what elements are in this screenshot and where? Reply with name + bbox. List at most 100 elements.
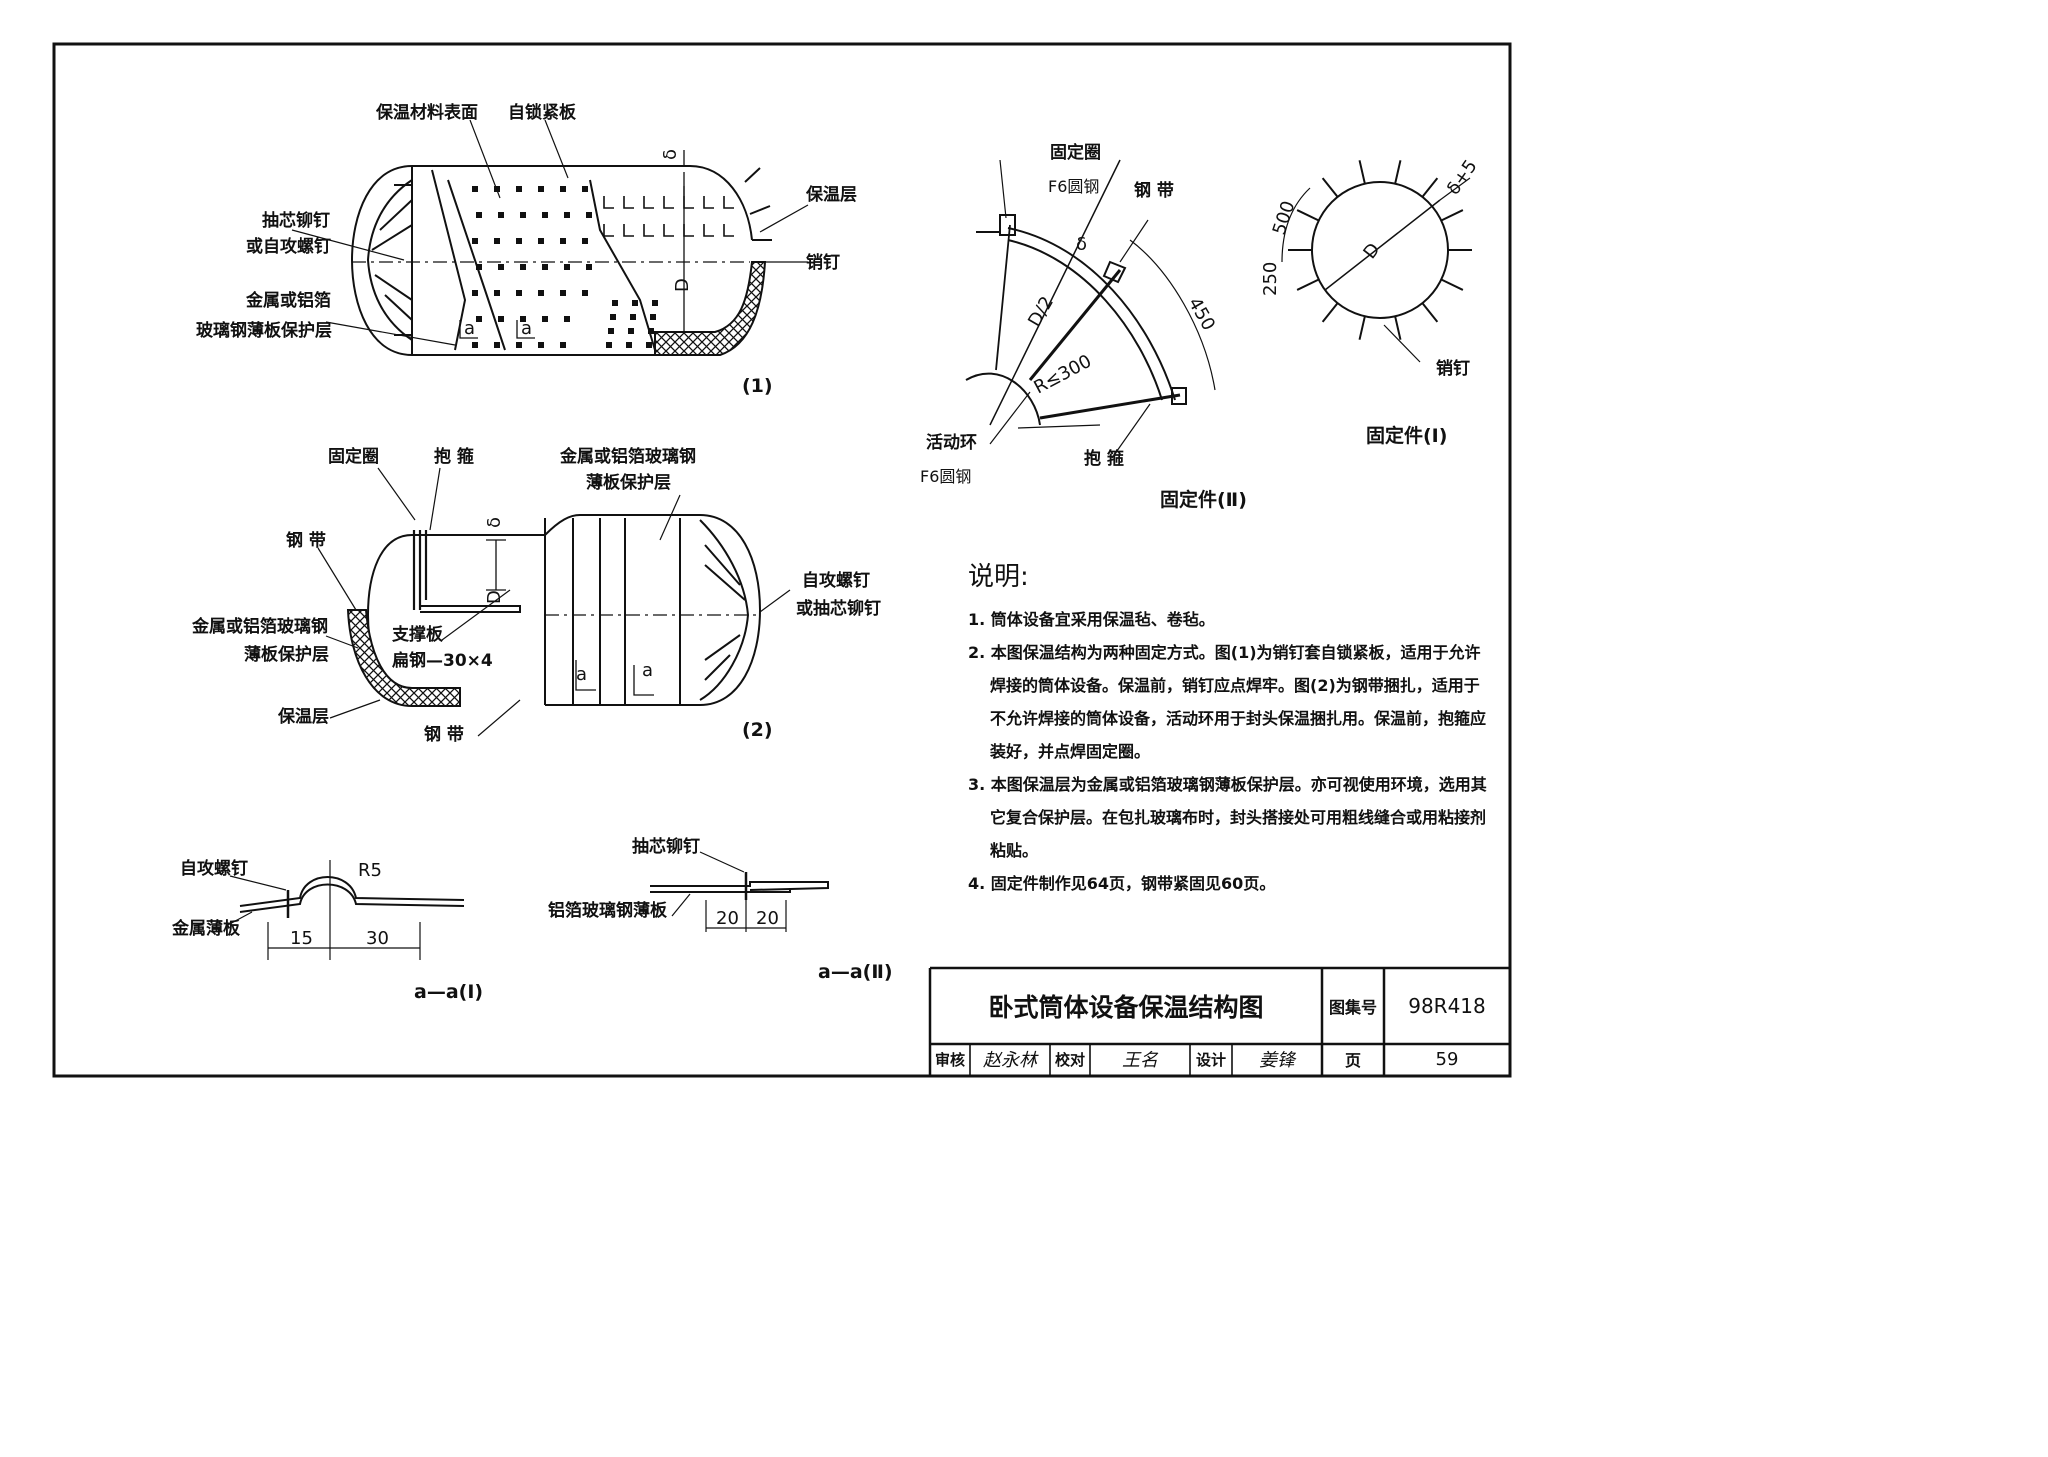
design-signature: 姜锋 — [1259, 1050, 1295, 1071]
fig1-label-rivet-1: 抽芯铆钉 — [262, 210, 330, 231]
fix2-caption: 固定件(Ⅱ) — [1160, 488, 1247, 511]
pin-dot — [626, 342, 632, 348]
sec1-label-r5: R5 — [358, 860, 382, 881]
pin-dot — [650, 314, 656, 320]
fixing-piece-2-drawing — [965, 159, 1216, 459]
fig2-label-a-left: a — [576, 664, 587, 685]
figure-1-plate-marks — [603, 196, 734, 237]
self-locking-plate — [603, 196, 614, 209]
fig1-label-sheath-2: 玻璃钢薄板保护层 — [196, 320, 332, 341]
fix2-label-clamp: 抱 箍 — [1084, 448, 1124, 469]
review-label: 审核 — [934, 1050, 965, 1069]
fig2-label-a-right: a — [642, 660, 653, 681]
sec2-label-rivet: 抽芯铆钉 — [632, 836, 700, 857]
pin-dot — [542, 316, 548, 322]
fix1-label-pin: 销钉 — [1436, 358, 1470, 379]
fig2-label-sheath-left-1: 金属或铝箔玻璃钢 — [191, 616, 328, 637]
self-locking-plate — [663, 196, 674, 209]
fig2-label-insulation: 保温层 — [277, 706, 329, 727]
figure-1-pin-dots — [472, 186, 658, 348]
pin-dot — [652, 300, 658, 306]
pin-line — [1296, 209, 1320, 222]
fig1-label-surface: 保温材料表面 — [375, 102, 478, 123]
pin-dot — [498, 316, 504, 322]
pin-line — [1421, 302, 1439, 323]
pin-line — [1440, 209, 1464, 222]
pin-dot — [516, 238, 522, 244]
pin-dot — [516, 290, 522, 296]
fig1-label-insulation: 保温层 — [805, 184, 857, 205]
pin-dot — [538, 186, 544, 192]
figure-1-vessel — [291, 119, 809, 356]
atlas-number: 98R418 — [1408, 994, 1486, 1018]
sec2-dim-20b: 20 — [756, 908, 779, 929]
self-locking-plate — [723, 224, 734, 237]
note-item-4: 4. 固定件制作见64页，钢带紧固见60页。 — [968, 874, 1276, 893]
pin-dot — [560, 342, 566, 348]
check-signature: 王名 — [1122, 1050, 1158, 1071]
pin-dot — [520, 316, 526, 322]
section-2-drawing — [650, 851, 829, 932]
pin-dot — [582, 238, 588, 244]
fig2-label-flat-steel: 扁钢—30×4 — [392, 650, 493, 671]
pin-dot — [476, 264, 482, 270]
pin-dot — [542, 264, 548, 270]
pin-dot — [542, 212, 548, 218]
sec2-label-sheet: 铝箔玻璃钢薄板 — [548, 900, 668, 921]
fig2-label-sheath-2: 薄板保护层 — [586, 472, 671, 493]
sec1-dim-30: 30 — [366, 928, 389, 949]
fig1-label-pin: 销钉 — [806, 252, 840, 273]
title-block: 卧式筒体设备保温结构图 图集号 98R418 审核 赵永林 校对 王名 设计 姜… — [930, 968, 1510, 1074]
pin-dot — [582, 290, 588, 296]
pin-dot — [472, 238, 478, 244]
self-locking-plate — [663, 224, 674, 237]
self-locking-plate — [643, 224, 654, 237]
pin-dot — [564, 264, 570, 270]
note-item-3: 3. 本图保温层为金属或铝箔玻璃钢薄板保护层。亦可视使用环境，选用其它复合保护层… — [968, 775, 1487, 860]
pin-dot — [632, 300, 638, 306]
pin-dot — [516, 186, 522, 192]
pin-dot — [582, 186, 588, 192]
atlas-number-label: 图集号 — [1328, 998, 1377, 1017]
pin-dot — [560, 186, 566, 192]
fig1-label-a-left: a — [464, 318, 475, 339]
drawing-sheet: 保温材料表面 自锁紧板 δ 保温层 抽芯铆钉 或自攻螺钉 销钉 金属或铝箔 玻璃… — [52, 42, 1512, 1078]
pin-dot — [630, 314, 636, 320]
pin-dot — [472, 186, 478, 192]
title-block-grid — [928, 966, 1510, 1076]
notes-section: 说明: 1. 筒体设备宜采用保温毡、卷毡。 2. 本图保温结构为两种固定方式。图… — [968, 556, 1488, 900]
pin-line — [1358, 160, 1366, 184]
fig2-label-support: 支撑板 — [392, 624, 444, 645]
pin-dot — [586, 264, 592, 270]
sheet-border — [52, 42, 1512, 1078]
sec2-caption: a—a(Ⅱ) — [818, 961, 893, 983]
pin-dot — [476, 316, 482, 322]
self-locking-plate — [723, 196, 734, 209]
pin-dot — [646, 342, 652, 348]
fix2-label-movable: 活动环 — [926, 432, 977, 453]
pin-dot — [516, 342, 522, 348]
pin-line — [1296, 278, 1320, 291]
fig2-label-clamp: 抱 箍 — [434, 446, 474, 467]
fig1-label-sheath-1: 金属或铝箔 — [245, 290, 331, 311]
pin-line — [1394, 160, 1402, 184]
pin-dot — [538, 238, 544, 244]
fix1-caption: 固定件(Ⅰ) — [1366, 424, 1447, 447]
fix2-label-band: 钢 带 — [1134, 180, 1174, 201]
pin-dot — [494, 238, 500, 244]
pin-line — [1321, 177, 1339, 198]
pin-line — [1321, 302, 1339, 323]
pin-line — [1358, 316, 1366, 340]
fig1-label-delta: δ — [660, 149, 681, 160]
fixing-piece-1-pins — [1288, 160, 1472, 340]
pin-dot — [494, 186, 500, 192]
sec1-caption: a—a(Ⅰ) — [414, 981, 483, 1003]
fix2-label-ring: 固定圈 — [1050, 142, 1101, 163]
fig2-label-ring: 固定圈 — [328, 446, 379, 467]
figure-2-vessel — [317, 467, 791, 737]
pin-dot — [476, 212, 482, 218]
page-number: 59 — [1435, 1048, 1459, 1070]
pin-dot — [564, 212, 570, 218]
fix1-label-500: 500 — [1269, 198, 1300, 237]
fig2-label-band-2: 钢 带 — [424, 724, 464, 745]
